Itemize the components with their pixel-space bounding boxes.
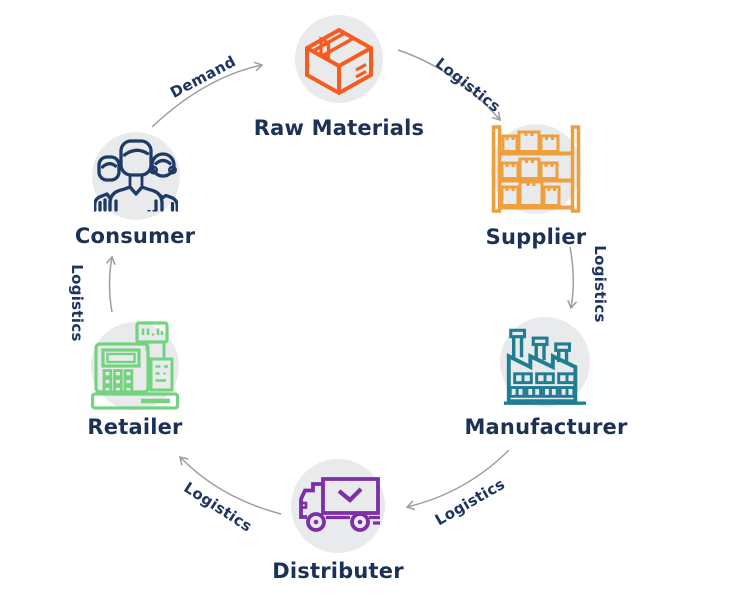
box-icon: [305, 27, 373, 96]
node-raw-materials: [295, 15, 383, 103]
distributer-label: Distributer: [272, 559, 404, 583]
edge-label-logistics-raw-to-supplier: Logistics: [431, 54, 505, 116]
edge-label-logistics-supplier-to-manufacturer: Logistics: [591, 245, 609, 323]
edge-label-logistics-manufacturer-to-distributer: Logistics: [431, 474, 509, 530]
edge-label-demand: Demand: [167, 52, 239, 102]
delivery-truck-icon: [299, 477, 380, 532]
edge-label-logistics-distributer-to-retailer: Logistics: [180, 478, 256, 536]
factory-icon: [503, 328, 587, 405]
node-consumer: [92, 132, 180, 220]
supplier-label: Supplier: [485, 225, 587, 249]
retailer-label: Retailer: [87, 415, 183, 439]
cash-register-icon: [91, 321, 179, 410]
manufacturer-label: Manufacturer: [464, 415, 628, 439]
arrow-supplier-to-manufacturer: [567, 246, 578, 310]
node-manufacturer: [500, 317, 590, 407]
warehouse-shelf-icon: [491, 125, 581, 213]
node-distributer: [291, 459, 385, 553]
raw-materials-label: Raw Materials: [253, 116, 425, 140]
node-supplier: [491, 124, 581, 214]
edge-label-logistics-retailer-to-consumer: Logistics: [68, 264, 86, 342]
arrow-retailer-to-consumer: [105, 255, 116, 313]
consumer-label: Consumer: [74, 224, 196, 248]
node-retailer: [91, 321, 179, 410]
people-icon: [94, 139, 178, 212]
